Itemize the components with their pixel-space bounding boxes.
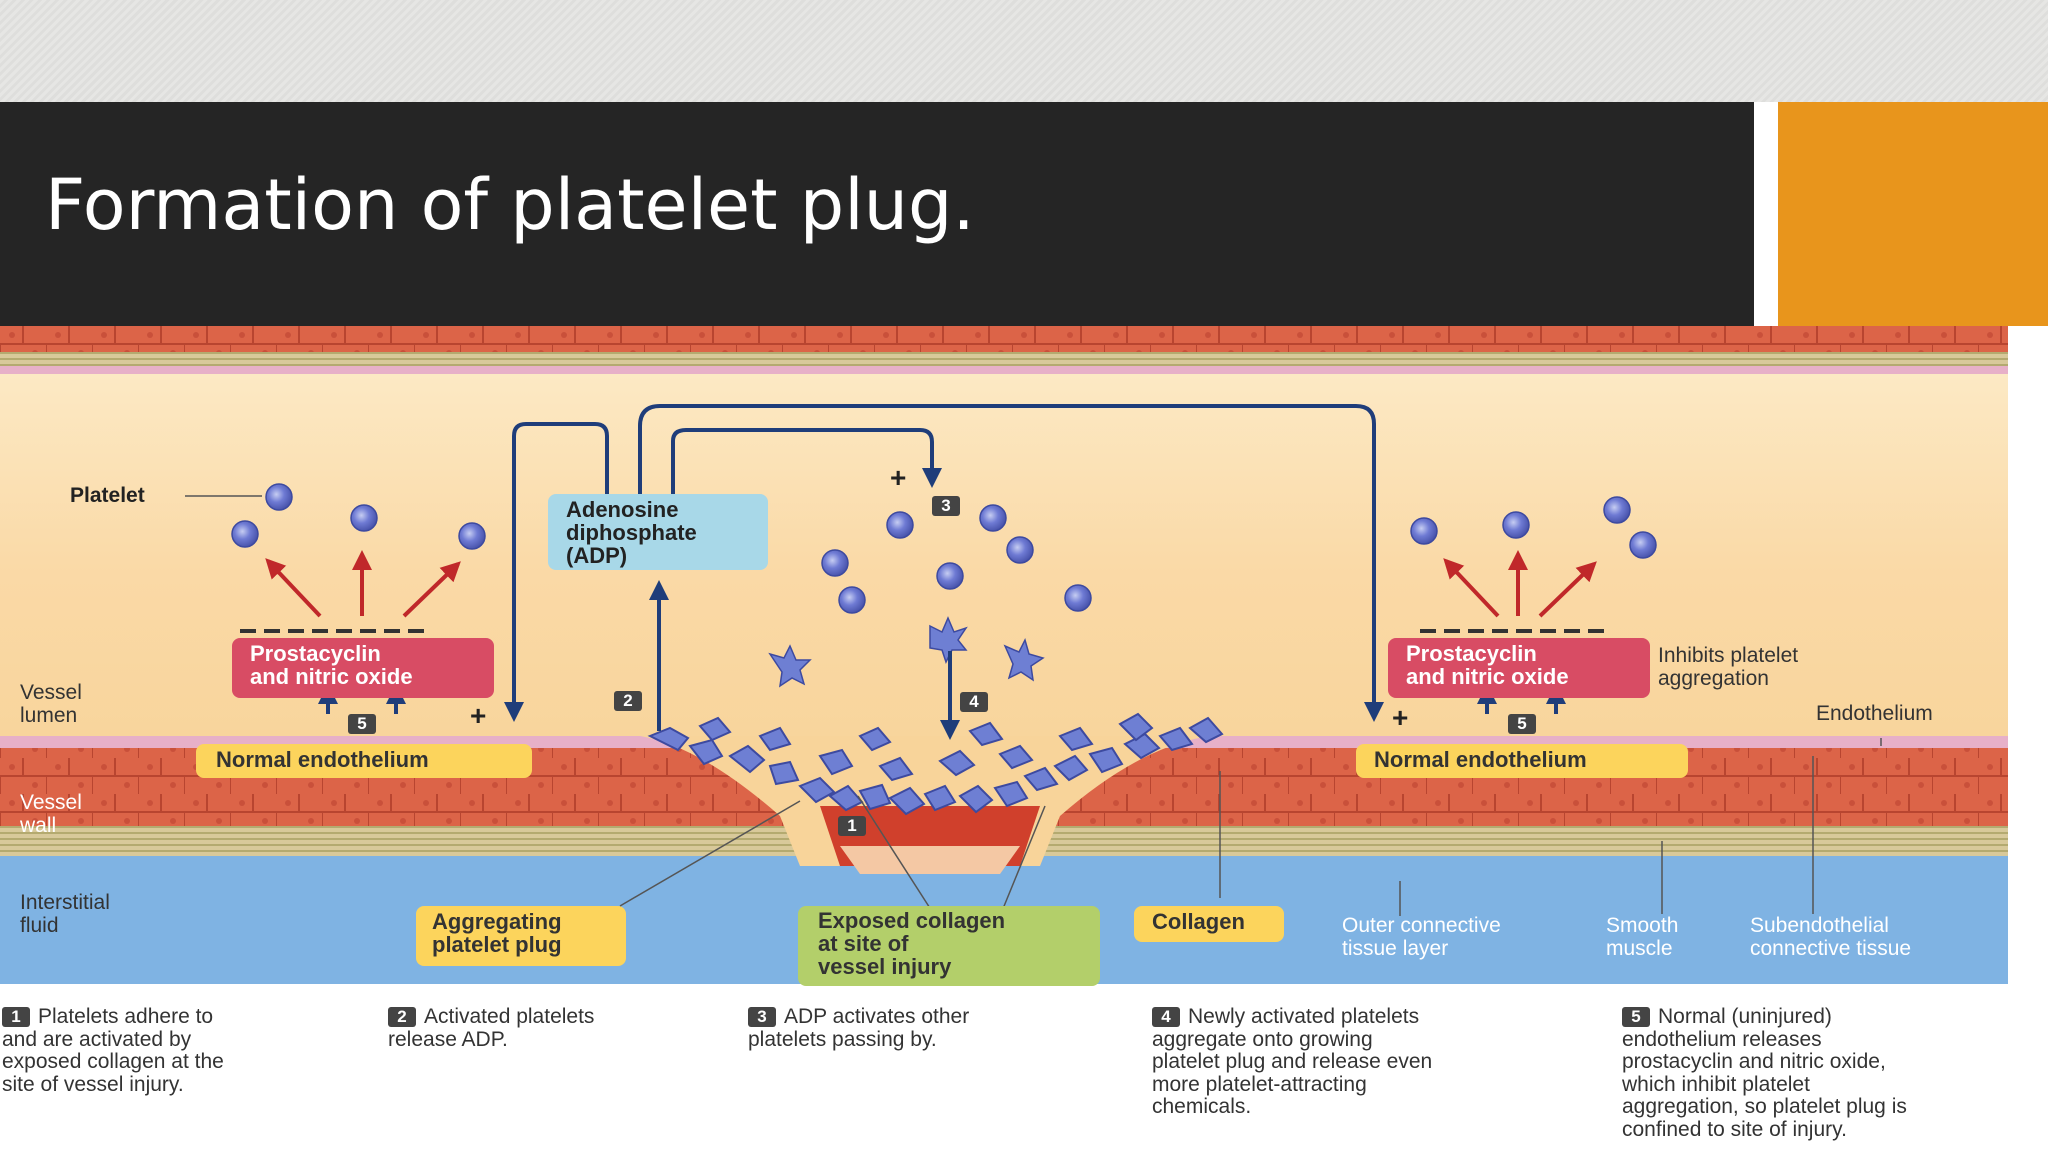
plus-sign-left: + xyxy=(470,700,487,731)
diagram-artwork xyxy=(0,326,2008,984)
normal-endothelium-left: Normal endothelium xyxy=(196,744,532,778)
subendothelial-label: Subendothelial connective tissue xyxy=(1750,914,1912,960)
prostacyclin-box-left: Prostacyclin and nitric oxide xyxy=(232,638,494,698)
smooth-muscle-label: Smooth muscle xyxy=(1606,914,1679,960)
caption-text-3: ADP activates other platelets passing by… xyxy=(748,1005,970,1051)
aggregating-plug-label: Aggregating platelet plug xyxy=(416,906,626,966)
caption-text-5: Normal (uninjured) endothelium releases … xyxy=(1622,1005,1907,1141)
step-badge-1: 1 xyxy=(838,816,866,836)
interstitial-fluid-label: Interstitial fluid xyxy=(20,891,110,937)
prostacyclin-box-right: Prostacyclin and nitric oxide xyxy=(1388,638,1650,698)
exposed-collagen-label: Exposed collagen at site of vessel injur… xyxy=(798,906,1100,986)
step-badge-5-right: 5 xyxy=(1508,714,1536,734)
caption-badge-1: 1 xyxy=(2,1007,30,1027)
caption-text-1: Platelets adhere to and are activated by… xyxy=(2,1005,224,1096)
caption-badge-3: 3 xyxy=(748,1007,776,1027)
title-bar xyxy=(0,102,1754,326)
caption-badge-5: 5 xyxy=(1622,1007,1650,1027)
vessel-wall-label: Vessel wall xyxy=(20,791,82,837)
caption-badge-2: 2 xyxy=(388,1007,416,1027)
step-badge-4: 4 xyxy=(960,692,988,712)
vessel-lumen-label: Vessel lumen xyxy=(20,681,82,727)
caption-text-4: Newly activated platelets aggregate onto… xyxy=(1152,1005,1433,1118)
endothelium-label: Endothelium xyxy=(1816,702,1933,725)
adp-box: Adenosine diphosphate (ADP) xyxy=(548,494,768,570)
caption-badge-4: 4 xyxy=(1152,1007,1180,1027)
caption-text-2: Activated platelets release ADP. xyxy=(388,1005,595,1051)
step-badge-2: 2 xyxy=(614,691,642,711)
plus-sign-right: + xyxy=(1392,702,1409,733)
top-background-strip xyxy=(0,0,2048,102)
accent-block xyxy=(1778,102,2048,326)
collagen-label: Collagen xyxy=(1134,906,1284,942)
slide-title: Formation of platelet plug. xyxy=(45,164,975,246)
platelet-label: Platelet xyxy=(70,484,145,507)
plus-sign-center: + xyxy=(890,462,907,493)
platelet-plug-diagram: Platelet Vessel lumen Vessel wall Inters… xyxy=(0,326,2008,1152)
normal-endothelium-right: Normal endothelium xyxy=(1356,744,1688,778)
step-badge-3: 3 xyxy=(932,496,960,516)
inhibits-aggregation-label: Inhibits platelet aggregation xyxy=(1658,644,1799,690)
outer-connective-label: Outer connective tissue layer xyxy=(1342,914,1501,960)
step-badge-5-left: 5 xyxy=(348,714,376,734)
